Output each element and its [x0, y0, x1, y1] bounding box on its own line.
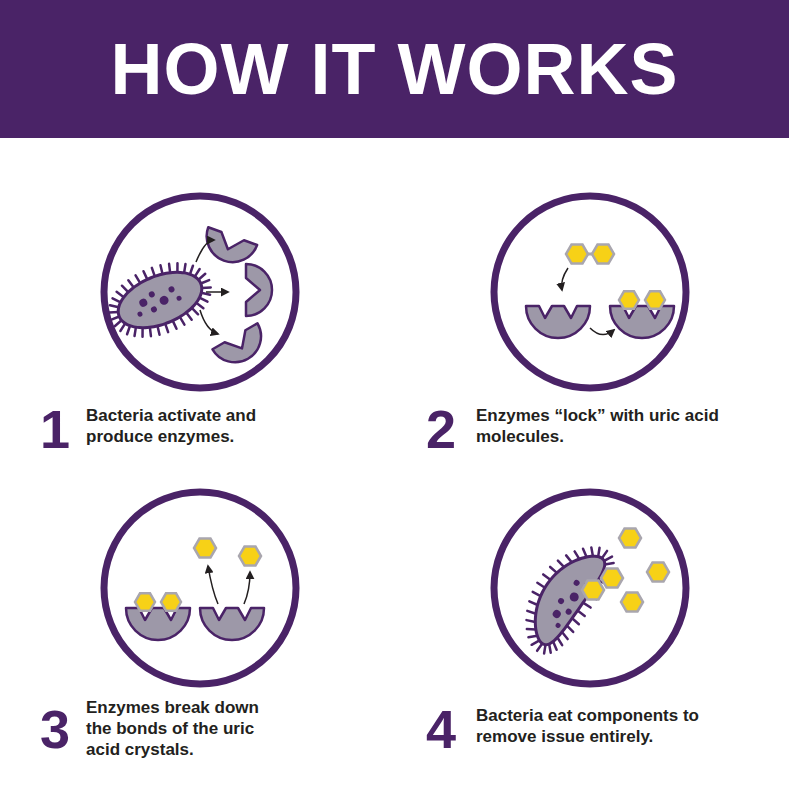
enzyme: [212, 323, 270, 372]
uric-acid-molecule: [582, 581, 604, 600]
uric-acid-molecule: [621, 593, 643, 612]
uric-acid-molecule: [135, 593, 155, 610]
bond: [588, 253, 592, 256]
bacterium-dot: [150, 306, 158, 314]
step-number: 1: [40, 402, 70, 456]
step-number: 2: [426, 402, 456, 456]
uric-acid-molecule: [239, 547, 261, 566]
bacterium-dot: [137, 311, 144, 318]
arrow: [206, 291, 228, 293]
enzyme: [246, 264, 272, 316]
uric-acid-molecule: [161, 593, 181, 610]
step-circle: [494, 492, 686, 684]
arrow: [590, 328, 614, 335]
step-number: 3: [40, 702, 70, 756]
page-title: HOW IT WORKS: [0, 0, 789, 138]
enzyme: [126, 608, 190, 640]
bacterium-dot: [557, 597, 565, 605]
step-caption: Bacteria eat components to remove issue …: [476, 705, 756, 747]
bacterium-dot: [148, 290, 156, 298]
bacterium-dot: [158, 294, 170, 306]
bacterium: [505, 529, 622, 662]
enzyme: [200, 608, 264, 640]
bacterium-dot: [564, 608, 572, 616]
arrow: [244, 572, 250, 604]
bacterium-body: [518, 541, 610, 649]
bacterium-body: [110, 261, 210, 338]
bacterium: [99, 250, 222, 351]
step-circle: [104, 492, 296, 684]
step-circle: [104, 196, 296, 388]
bacterium-dot: [555, 622, 562, 629]
arrow: [200, 310, 218, 334]
step-caption: Enzymes “lock” with uric acid molecules.: [476, 405, 721, 447]
bacterium-dot: [176, 295, 183, 302]
uric-acid-molecule: [566, 245, 588, 264]
uric-acid-molecule: [645, 291, 665, 308]
bacterium-dot: [568, 591, 581, 604]
enzyme: [526, 306, 590, 338]
enzyme: [610, 306, 674, 338]
bacterium-dot: [138, 298, 148, 308]
bacterium-dot: [572, 579, 580, 587]
uric-acid-molecule: [194, 539, 216, 558]
uric-acid-molecule: [592, 245, 614, 264]
step-circle: [494, 196, 686, 388]
step-caption: Bacteria activate and produce enzymes.: [86, 405, 318, 447]
arrow: [562, 268, 568, 290]
uric-acid-molecule: [647, 563, 669, 582]
uric-acid-molecule: [619, 529, 641, 548]
uric-acid-molecule: [619, 291, 639, 308]
arrow: [196, 240, 214, 262]
arrow: [208, 566, 218, 604]
step-caption: Enzymes break down the bonds of the uric…: [86, 697, 284, 760]
bacterium-dot: [168, 285, 176, 293]
step-number: 4: [426, 702, 456, 756]
uric-acid-molecule: [601, 569, 623, 588]
bacterium-dot: [551, 608, 562, 619]
